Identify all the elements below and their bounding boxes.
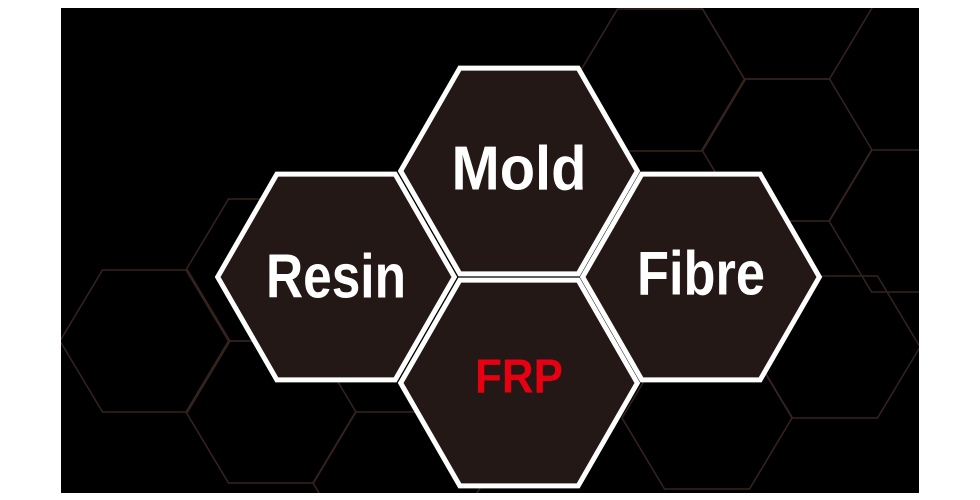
background-hexagon-outline: [828, 149, 919, 293]
hexagon-label-mold: Mold: [452, 134, 587, 203]
hexagon-label-resin: Resin: [266, 242, 406, 311]
hexagon-shape-mold: [397, 65, 641, 277]
hexagon-shape-resin: [214, 171, 458, 383]
hexagon-label-frp: FRP: [475, 350, 563, 403]
hexagon-shape-fibre: [579, 171, 823, 383]
hexagon-label-fibre: Fibre: [637, 239, 765, 308]
hexagon-fibre: Fibre: [579, 171, 823, 383]
main-hexagon-group: Mold Resin Fibre FRP: [214, 65, 823, 489]
hexagon-resin: Resin: [214, 171, 458, 383]
hexagon-shape-frp: [397, 277, 641, 489]
hexagon-mold: Mold: [397, 65, 641, 277]
hexagon-frp: FRP: [397, 277, 641, 489]
